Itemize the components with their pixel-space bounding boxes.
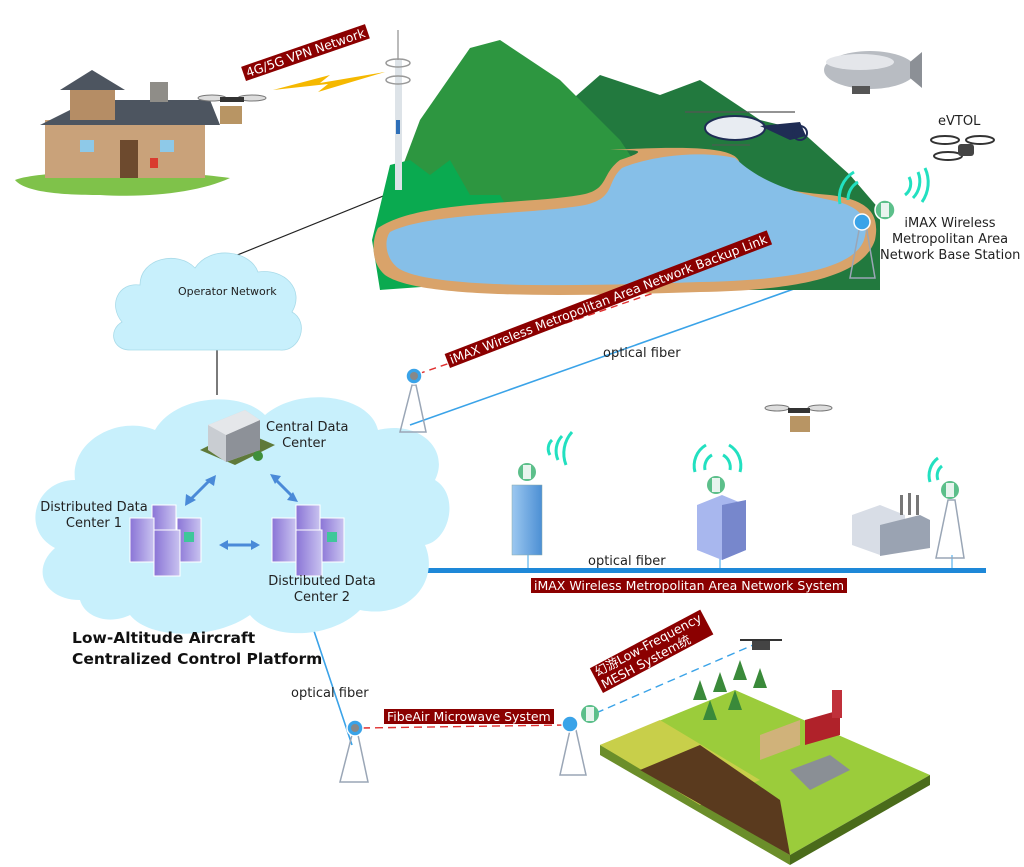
dc1-label-line2: Center 1 xyxy=(65,516,123,531)
base-station-label-line1: iMAX Wireless xyxy=(904,216,996,231)
skyscraper-icon xyxy=(511,463,543,556)
central-data-center-icon xyxy=(200,410,275,465)
city-wifi-icons xyxy=(546,430,944,483)
helicopter-icon xyxy=(685,111,808,146)
agri-drone-icon xyxy=(740,639,782,650)
evtol-icon xyxy=(930,135,995,161)
fiber-platform-to-microwave-line xyxy=(312,627,353,746)
dc1-label: Distributed Data Center 1 xyxy=(40,500,148,532)
operator-network-label: Operator Network xyxy=(178,285,277,298)
platform-title-line1: Low-Altitude Aircraft xyxy=(72,629,256,647)
dc2-label-line2: Center 2 xyxy=(293,590,351,605)
platform-cloud xyxy=(35,397,450,634)
farm-icon xyxy=(600,660,930,865)
airship-icon xyxy=(824,51,922,94)
dc2-label-line1: Distributed Data xyxy=(268,574,376,589)
office-building-icon xyxy=(697,476,746,560)
factory-tower-icon xyxy=(935,481,965,559)
mesh-link-line xyxy=(595,641,761,714)
fiber-label-lower: optical fiber xyxy=(291,686,369,701)
base-station-label-line3: Network Base Station xyxy=(880,248,1021,263)
microwave-link-line xyxy=(361,724,567,729)
house-icon xyxy=(15,70,230,196)
fiber-label-backbone: optical fiber xyxy=(588,554,666,569)
central-dc-label-line1: Central Data xyxy=(266,420,349,435)
delivery-drone-icon xyxy=(197,94,267,124)
platform-title-line2: Centralized Control Platform xyxy=(72,650,323,668)
dc2-label: Distributed Data Center 2 xyxy=(268,574,376,606)
fiber-label-upper: optical fiber xyxy=(603,346,681,361)
base-station-label-line2: Metropolitan Area xyxy=(891,232,1009,247)
base-station-tower-icon xyxy=(849,199,896,279)
microwave-system-tag: FibeAir Microwave System xyxy=(384,709,554,724)
wireless-bolt-icon xyxy=(273,72,385,92)
tower-to-operator-line xyxy=(219,189,399,263)
base-station-label: iMAX Wireless Metropolitan Area Network … xyxy=(880,216,1020,264)
platform-title: Low-Altitude Aircraft Centralized Contro… xyxy=(72,628,322,670)
microwave-tower-a-icon xyxy=(339,719,369,783)
operator-network-cloud xyxy=(113,252,302,351)
central-dc-label-line2: Center xyxy=(282,436,326,451)
wifi-signal-icon xyxy=(837,167,930,205)
microwave-tower-b-icon xyxy=(559,705,599,776)
distributed-dc2-servers-icon xyxy=(271,504,345,577)
central-dc-label: Central Data Center xyxy=(266,420,349,452)
evtol-label: eVTOL xyxy=(938,114,981,129)
man-system-tag: iMAX Wireless Metropolitan Area Network … xyxy=(531,578,848,593)
relay-tower-icon xyxy=(399,367,427,433)
dc1-label-line1: Distributed Data xyxy=(40,500,148,515)
distributed-dc1-servers-icon xyxy=(129,504,202,577)
fiber-backbone xyxy=(420,568,986,573)
delivery-drone-mid-icon xyxy=(764,404,833,432)
cell-tower-icon xyxy=(385,30,411,190)
factory-icon xyxy=(852,493,930,556)
mountain-lake-icon xyxy=(372,40,880,295)
sync-arrows xyxy=(185,474,298,550)
